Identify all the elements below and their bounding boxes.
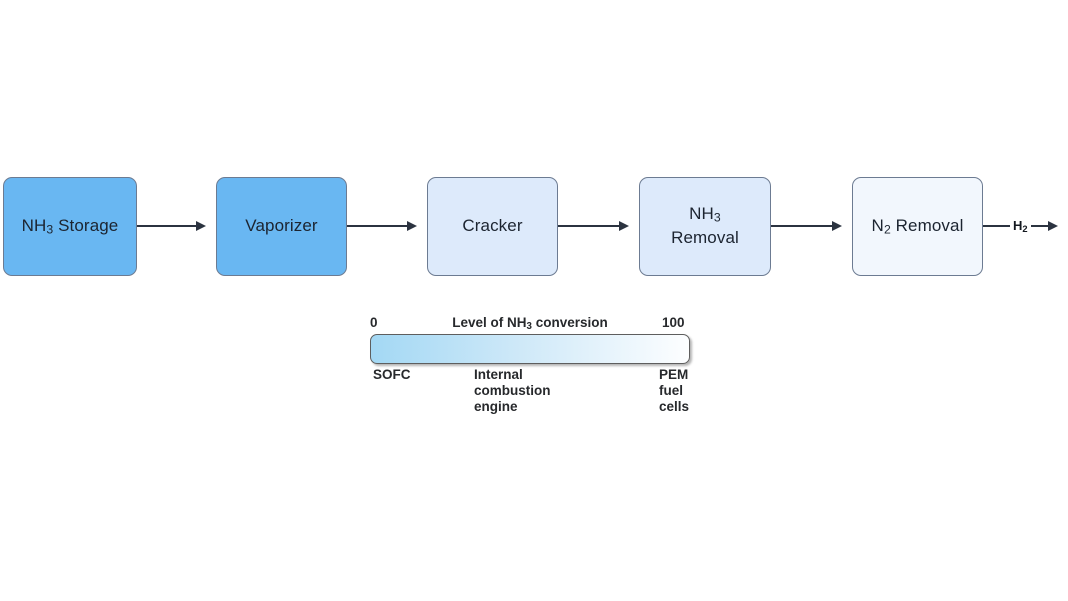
process-node-nh3-storage[interactable]: NH3 Storage xyxy=(3,177,137,276)
process-node-label: NH3 Storage xyxy=(21,215,119,237)
scale-caption-pem-fuel-cells: PEM fuel cells xyxy=(659,367,690,414)
arrowhead-icon xyxy=(196,220,206,231)
process-node-vaporizer[interactable]: Vaporizer xyxy=(216,177,347,276)
scale-max-label: 100 xyxy=(662,315,685,330)
scale-caption-internal-combustion-engine: Internal combustion engine xyxy=(474,367,551,414)
outlet-label-h2: H2 xyxy=(1010,219,1031,235)
process-node-cracker[interactable]: Cracker xyxy=(427,177,558,276)
flow-arrow-nh3-removal-to-n2-removal xyxy=(771,225,833,227)
arrowhead-icon xyxy=(832,220,842,231)
process-node-n2-removal[interactable]: N2 Removal xyxy=(852,177,983,276)
arrowhead-icon xyxy=(619,220,629,231)
process-node-label: Cracker xyxy=(462,216,523,236)
flow-arrow-cracker-to-nh3-removal xyxy=(558,225,620,227)
conversion-gradient-bar xyxy=(370,334,690,364)
flow-arrow-storage-to-vaporizer xyxy=(137,225,197,227)
scale-title: Level of NH3 conversion xyxy=(452,315,608,333)
arrowhead-icon xyxy=(407,220,417,231)
scale-min-label: 0 xyxy=(370,315,378,330)
flow-arrow-vaporizer-to-cracker xyxy=(347,225,408,227)
process-node-label: N2 Removal xyxy=(871,215,964,237)
arrowhead-icon xyxy=(1048,220,1058,231)
process-node-label: Vaporizer xyxy=(245,216,318,236)
scale-caption-sofc: SOFC xyxy=(373,367,411,382)
